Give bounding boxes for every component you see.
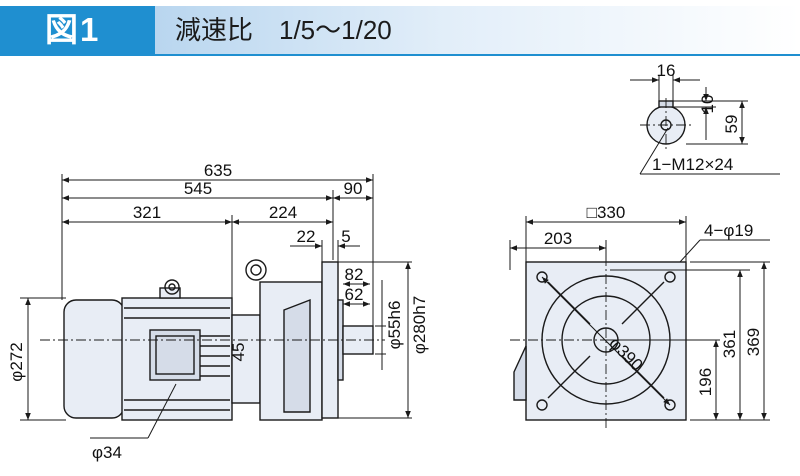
gearbox-eyebolt <box>245 259 267 281</box>
front-view: □330 203 4−φ19 <box>509 203 770 428</box>
dim-total-length: 635 <box>204 161 232 180</box>
terminal-box <box>149 329 201 381</box>
dim-flange-thickness: 22 <box>297 227 316 246</box>
dim-shaft-height: 59 <box>722 115 741 134</box>
dim-motor-diameter: φ272 <box>7 342 26 381</box>
dim-5: 5 <box>341 227 350 246</box>
mounting-holes-label: 4−φ19 <box>704 221 753 240</box>
side-view: 635 545 90 321 224 22 5 <box>7 161 429 462</box>
figure-number-badge: 図1 <box>0 6 155 54</box>
figure-header: 図1 減速比 1/5〜1/20 <box>0 0 800 56</box>
motor-eyebolt <box>164 279 180 295</box>
terminal-box-side <box>513 345 527 401</box>
page-title: 減速比 1/5〜1/20 <box>175 15 392 45</box>
dim-flange-square: □330 <box>587 203 626 222</box>
dim-key-width: 16 <box>657 61 676 80</box>
dim-203: 203 <box>544 229 572 248</box>
mounting-hole <box>664 399 676 411</box>
dim-motor-length: 321 <box>133 203 161 222</box>
dim-key-depth: 10 <box>698 95 717 114</box>
dim-gear-length: 224 <box>269 203 297 222</box>
dim-62: 62 <box>345 285 364 304</box>
dim-45: 45 <box>229 343 248 362</box>
dim-cable-diameter: φ34 <box>92 443 122 462</box>
dim-spigot-diameter: φ280h7 <box>410 296 429 354</box>
dim-369: 369 <box>744 328 763 356</box>
dim-body-length: 545 <box>184 179 212 198</box>
shaft-end-detail: 16 10 59 1−M12×24 <box>630 61 780 175</box>
title-band: 減速比 1/5〜1/20 <box>155 6 800 54</box>
motor-end-cover <box>63 299 125 419</box>
dim-361: 361 <box>720 330 739 358</box>
title-divider <box>0 54 800 56</box>
dim-shaft-length: 90 <box>344 179 363 198</box>
dim-shaft-diameter: φ55h6 <box>385 301 404 350</box>
dim-196: 196 <box>696 368 715 396</box>
dim-82: 82 <box>345 265 364 284</box>
tap-spec-label: 1−M12×24 <box>652 155 733 174</box>
